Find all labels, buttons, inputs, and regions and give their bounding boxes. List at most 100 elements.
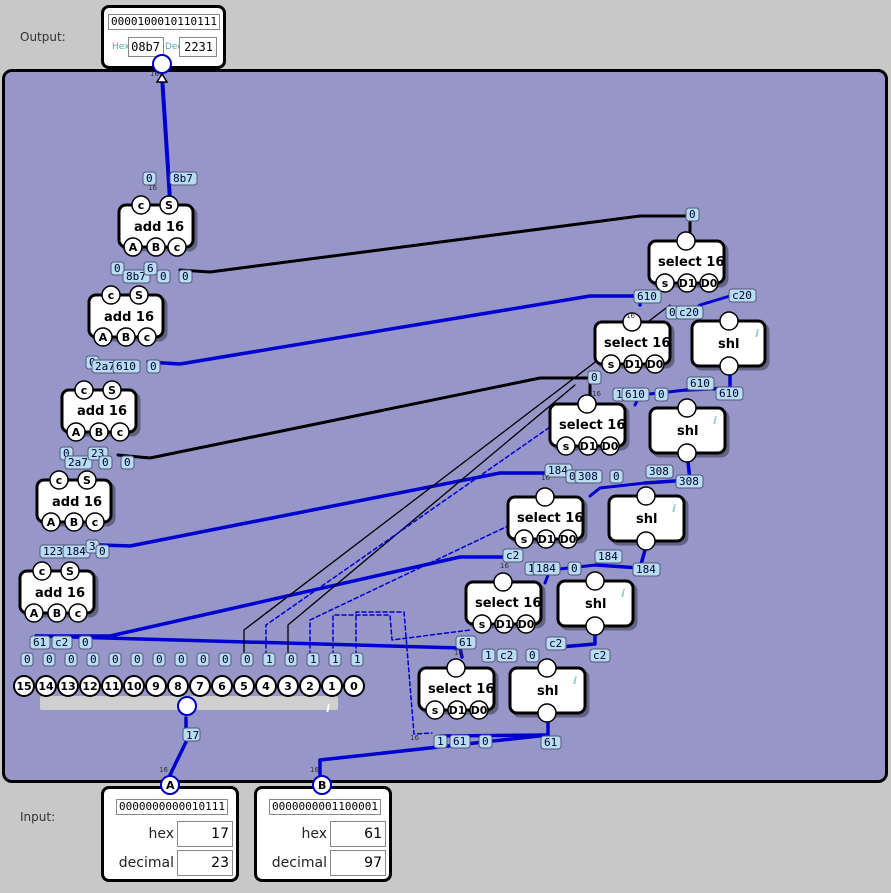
- add-gate-3-b-pin[interactable]: [89, 422, 109, 442]
- select-gate-3-out-pin[interactable]: [577, 394, 597, 414]
- wire-carry-1[interactable]: [178, 214, 692, 274]
- select-gate-1-d1-pin[interactable]: [677, 273, 697, 293]
- input-a-decimal-field[interactable]: 23: [177, 850, 233, 876]
- shl-gate-2-in-pin[interactable]: [677, 443, 697, 463]
- select-gate-4-out-pin[interactable]: [535, 487, 555, 507]
- shl-gate-5-in-pin[interactable]: [537, 703, 557, 723]
- input-b-pin[interactable]: [312, 775, 332, 795]
- add-gate-5-carry-in-pin[interactable]: [68, 603, 88, 623]
- circuit-canvas[interactable]: [2, 69, 888, 783]
- splitter-bit-pin[interactable]: [167, 675, 189, 697]
- select-gate-4-sel-pin[interactable]: [514, 529, 534, 549]
- splitter-input-pin[interactable]: [177, 696, 197, 716]
- wire-input-a[interactable]: [168, 716, 188, 777]
- shl-gate-2-out-pin[interactable]: [677, 398, 697, 418]
- select-gate-3-d0-pin[interactable]: [600, 436, 620, 456]
- add-gate-5-sum-pin[interactable]: [60, 561, 80, 581]
- wire-carry-2[interactable]: [116, 376, 592, 460]
- select-gate-5-d0-pin[interactable]: [516, 614, 536, 634]
- wire-select-dotted-2[interactable]: [309, 524, 511, 656]
- select-gate-6-d0-pin[interactable]: [469, 700, 489, 720]
- add-gate-3-carry-out-pin[interactable]: [74, 380, 94, 400]
- splitter-bit-pin[interactable]: [123, 675, 145, 697]
- select-gate-5-out-pin[interactable]: [493, 572, 513, 592]
- add-gate-1-carry-in-pin[interactable]: [167, 237, 187, 257]
- splitter-bit-pin[interactable]: [233, 675, 255, 697]
- add-gate-4-b-pin[interactable]: [64, 512, 84, 532]
- shl-gate-5-info-icon[interactable]: i: [573, 674, 577, 687]
- wire-select-dotted-1[interactable]: [265, 419, 561, 656]
- wire-output[interactable]: [160, 74, 172, 202]
- add-gate-2-carry-in-pin[interactable]: [137, 327, 157, 347]
- input-a-hex-field[interactable]: 17: [177, 821, 233, 847]
- add-gate-1-sum-pin[interactable]: [159, 195, 179, 215]
- shl-gate-3-info-icon[interactable]: i: [672, 502, 676, 515]
- splitter-info-icon[interactable]: i: [326, 702, 330, 715]
- shl-gate-1-in-pin[interactable]: [719, 356, 739, 376]
- add-gate-2-sum-pin[interactable]: [129, 285, 149, 305]
- add-gate-4-a-pin[interactable]: [41, 512, 61, 532]
- shl-gate-2-info-icon[interactable]: i: [713, 414, 717, 427]
- wire-select-dotted-4[interactable]: [355, 611, 433, 735]
- splitter-bit-pin[interactable]: [255, 675, 277, 697]
- splitter-bit-pin[interactable]: [343, 675, 365, 697]
- output-hex-field[interactable]: 08b7: [128, 37, 164, 57]
- add-gate-2-a-pin[interactable]: [93, 327, 113, 347]
- add-gate-2-carry-out-pin[interactable]: [101, 285, 121, 305]
- wire-sum-4[interactable]: [98, 471, 562, 548]
- shl-gate-4-out-pin[interactable]: [585, 571, 605, 591]
- wire-select-dotted-3[interactable]: [332, 614, 471, 656]
- shl-gate-3-out-pin[interactable]: [636, 486, 656, 506]
- select-gate-6-out-pin[interactable]: [446, 658, 466, 678]
- input-a-pin[interactable]: [160, 775, 180, 795]
- select-gate-6-d1-pin[interactable]: [447, 700, 467, 720]
- shl-gate-4-info-icon[interactable]: i: [621, 587, 625, 600]
- splitter-bit-pin[interactable]: [13, 675, 35, 697]
- select-gate-4-d1-pin[interactable]: [536, 529, 556, 549]
- shl-gate-1-out-pin[interactable]: [719, 311, 739, 331]
- wire-sum-2[interactable]: [146, 294, 642, 366]
- wire-select-thin-1[interactable]: [243, 304, 671, 656]
- add-gate-1-a-pin[interactable]: [123, 237, 143, 257]
- wire-shl-chain-6[interactable]: [588, 481, 647, 498]
- splitter-bit-pin[interactable]: [79, 675, 101, 697]
- splitter-bit-pin[interactable]: [101, 675, 123, 697]
- select-gate-2-d0-pin[interactable]: [645, 354, 665, 374]
- select-gate-2-sel-pin[interactable]: [601, 354, 621, 374]
- output-dec-field[interactable]: 2231: [179, 37, 217, 57]
- add-gate-3-carry-in-pin[interactable]: [110, 422, 130, 442]
- select-gate-1-out-pin[interactable]: [676, 231, 696, 251]
- select-gate-2-d1-pin[interactable]: [623, 354, 643, 374]
- splitter-bit-pin[interactable]: [189, 675, 211, 697]
- wire-select-thin-2[interactable]: [287, 384, 576, 656]
- wire-b-bus[interactable]: [318, 718, 550, 788]
- select-gate-3-sel-pin[interactable]: [556, 436, 576, 456]
- shl-gate-5-out-pin[interactable]: [537, 658, 557, 678]
- shl-gate-4-in-pin[interactable]: [585, 616, 605, 636]
- select-gate-1-d0-pin[interactable]: [699, 273, 719, 293]
- splitter-bit-pin[interactable]: [321, 675, 343, 697]
- add-gate-4-sum-pin[interactable]: [77, 470, 97, 490]
- add-gate-5-carry-out-pin[interactable]: [32, 561, 52, 581]
- splitter-bit-pin[interactable]: [299, 675, 321, 697]
- add-gate-4-carry-out-pin[interactable]: [49, 470, 69, 490]
- add-gate-5-b-pin[interactable]: [47, 603, 67, 623]
- add-gate-3-sum-pin[interactable]: [102, 380, 122, 400]
- input-a-binary-value[interactable]: 0000000000010111: [116, 799, 228, 815]
- select-gate-6-sel-pin[interactable]: [425, 700, 445, 720]
- input-b-decimal-field[interactable]: 97: [330, 850, 386, 876]
- shl-gate-1-info-icon[interactable]: i: [755, 327, 759, 340]
- splitter-bit-pin[interactable]: [35, 675, 57, 697]
- shl-gate-3-in-pin[interactable]: [636, 531, 656, 551]
- select-gate-4-d0-pin[interactable]: [558, 529, 578, 549]
- add-gate-1-b-pin[interactable]: [146, 237, 166, 257]
- input-b-hex-field[interactable]: 61: [330, 821, 386, 847]
- select-gate-5-d1-pin[interactable]: [494, 614, 514, 634]
- splitter-bit-pin[interactable]: [277, 675, 299, 697]
- splitter-bit-pin[interactable]: [57, 675, 79, 697]
- add-gate-5-a-pin[interactable]: [24, 603, 44, 623]
- add-gate-2-b-pin[interactable]: [116, 327, 136, 347]
- add-gate-3-a-pin[interactable]: [66, 422, 86, 442]
- add-gate-1-carry-out-pin[interactable]: [131, 195, 151, 215]
- splitter-bit-pin[interactable]: [211, 675, 233, 697]
